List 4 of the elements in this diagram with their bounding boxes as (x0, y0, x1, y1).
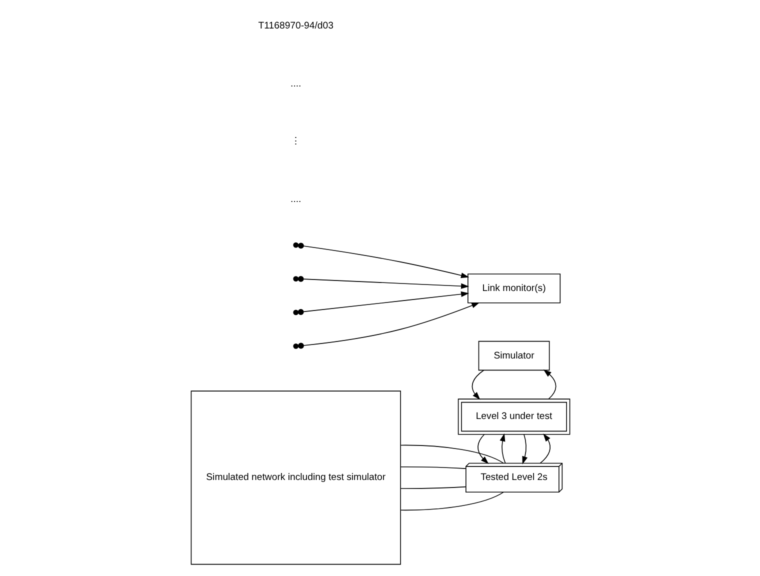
label: .... (290, 194, 301, 205)
label: ⋮ (290, 136, 300, 148)
label: T1168970-94/d03 (258, 20, 333, 32)
label: .... (290, 78, 301, 90)
